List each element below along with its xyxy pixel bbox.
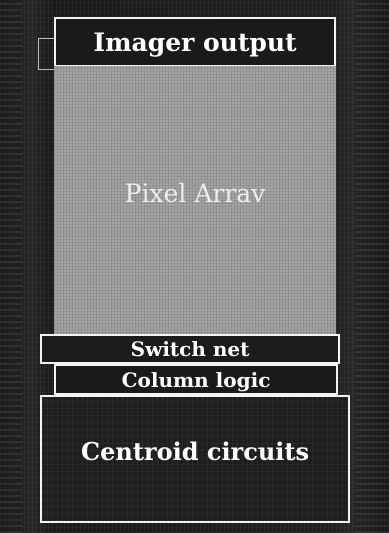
column-logic-label: Column logic bbox=[121, 367, 271, 392]
centroid-circuits-label: Centroid circuits bbox=[81, 437, 309, 466]
right-edge-strip bbox=[355, 0, 389, 533]
imager-output-block: Imager output bbox=[54, 17, 336, 67]
centroid-circuits-block: Centroid circuits bbox=[40, 395, 350, 523]
column-logic-block: Column logic bbox=[54, 364, 338, 395]
pixel-array-block: Pixel Arrav bbox=[54, 66, 336, 336]
imager-output-label: Imager output bbox=[93, 27, 297, 57]
left-edge-strip bbox=[0, 0, 22, 533]
switch-net-label: Switch net bbox=[130, 337, 250, 361]
switch-net-block: Switch net bbox=[40, 334, 340, 364]
pixel-array-label: Pixel Arrav bbox=[124, 179, 266, 208]
